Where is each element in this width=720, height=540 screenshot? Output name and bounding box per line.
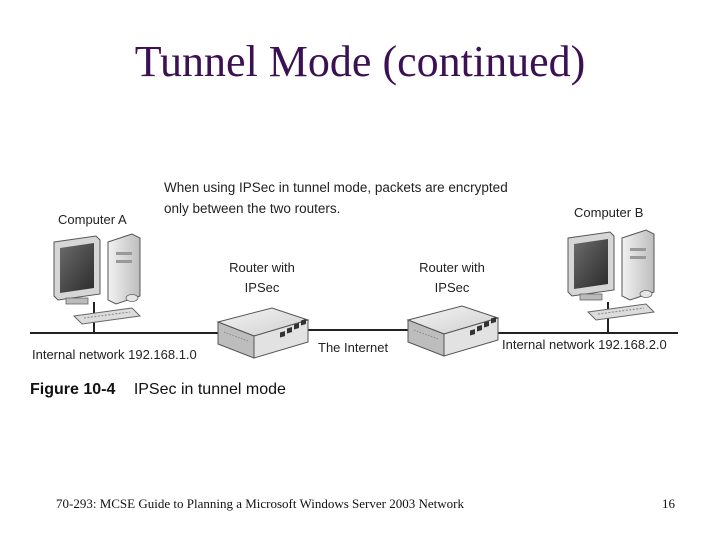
- footer-course-title: 70-293: MCSE Guide to Planning a Microso…: [56, 496, 464, 511]
- computer-a-icon: [53, 233, 142, 333]
- slide-title: Tunnel Mode (continued): [134, 37, 586, 86]
- router-2-label-line-1: Router with: [419, 260, 485, 275]
- figure-description: When using IPSec in tunnel mode, packets…: [164, 177, 524, 219]
- router-2-label-line-2: IPSec: [434, 280, 470, 295]
- internal-network-right-label: Internal network 192.168.2.0: [502, 337, 667, 352]
- router-1-icon: [216, 307, 310, 359]
- figure-number: Figure 10-4: [30, 381, 116, 398]
- router-2-icon: [406, 305, 500, 357]
- router-1-label: Router with IPSec: [214, 258, 310, 298]
- page-number: 16: [662, 496, 675, 511]
- internet-label: The Internet: [318, 340, 389, 355]
- figure-caption: Figure 10-4 IPSec in tunnel mode: [30, 381, 286, 399]
- figure-description-line-2: only between the two routers.: [164, 201, 341, 216]
- router-1-label-line-1: Router with: [229, 260, 295, 275]
- computer-a-label: Computer A: [58, 212, 127, 227]
- computer-b-icon: [567, 229, 656, 333]
- internal-network-left-label: Internal network 192.168.1.0: [32, 347, 197, 362]
- router-1-label-line-2: IPSec: [244, 280, 280, 295]
- computer-b-label: Computer B: [574, 205, 644, 220]
- figure-caption-text: IPSec in tunnel mode: [133, 381, 286, 398]
- router-2-label: Router with IPSec: [404, 258, 500, 298]
- figure-description-line-1: When using IPSec in tunnel mode, packets…: [164, 180, 508, 195]
